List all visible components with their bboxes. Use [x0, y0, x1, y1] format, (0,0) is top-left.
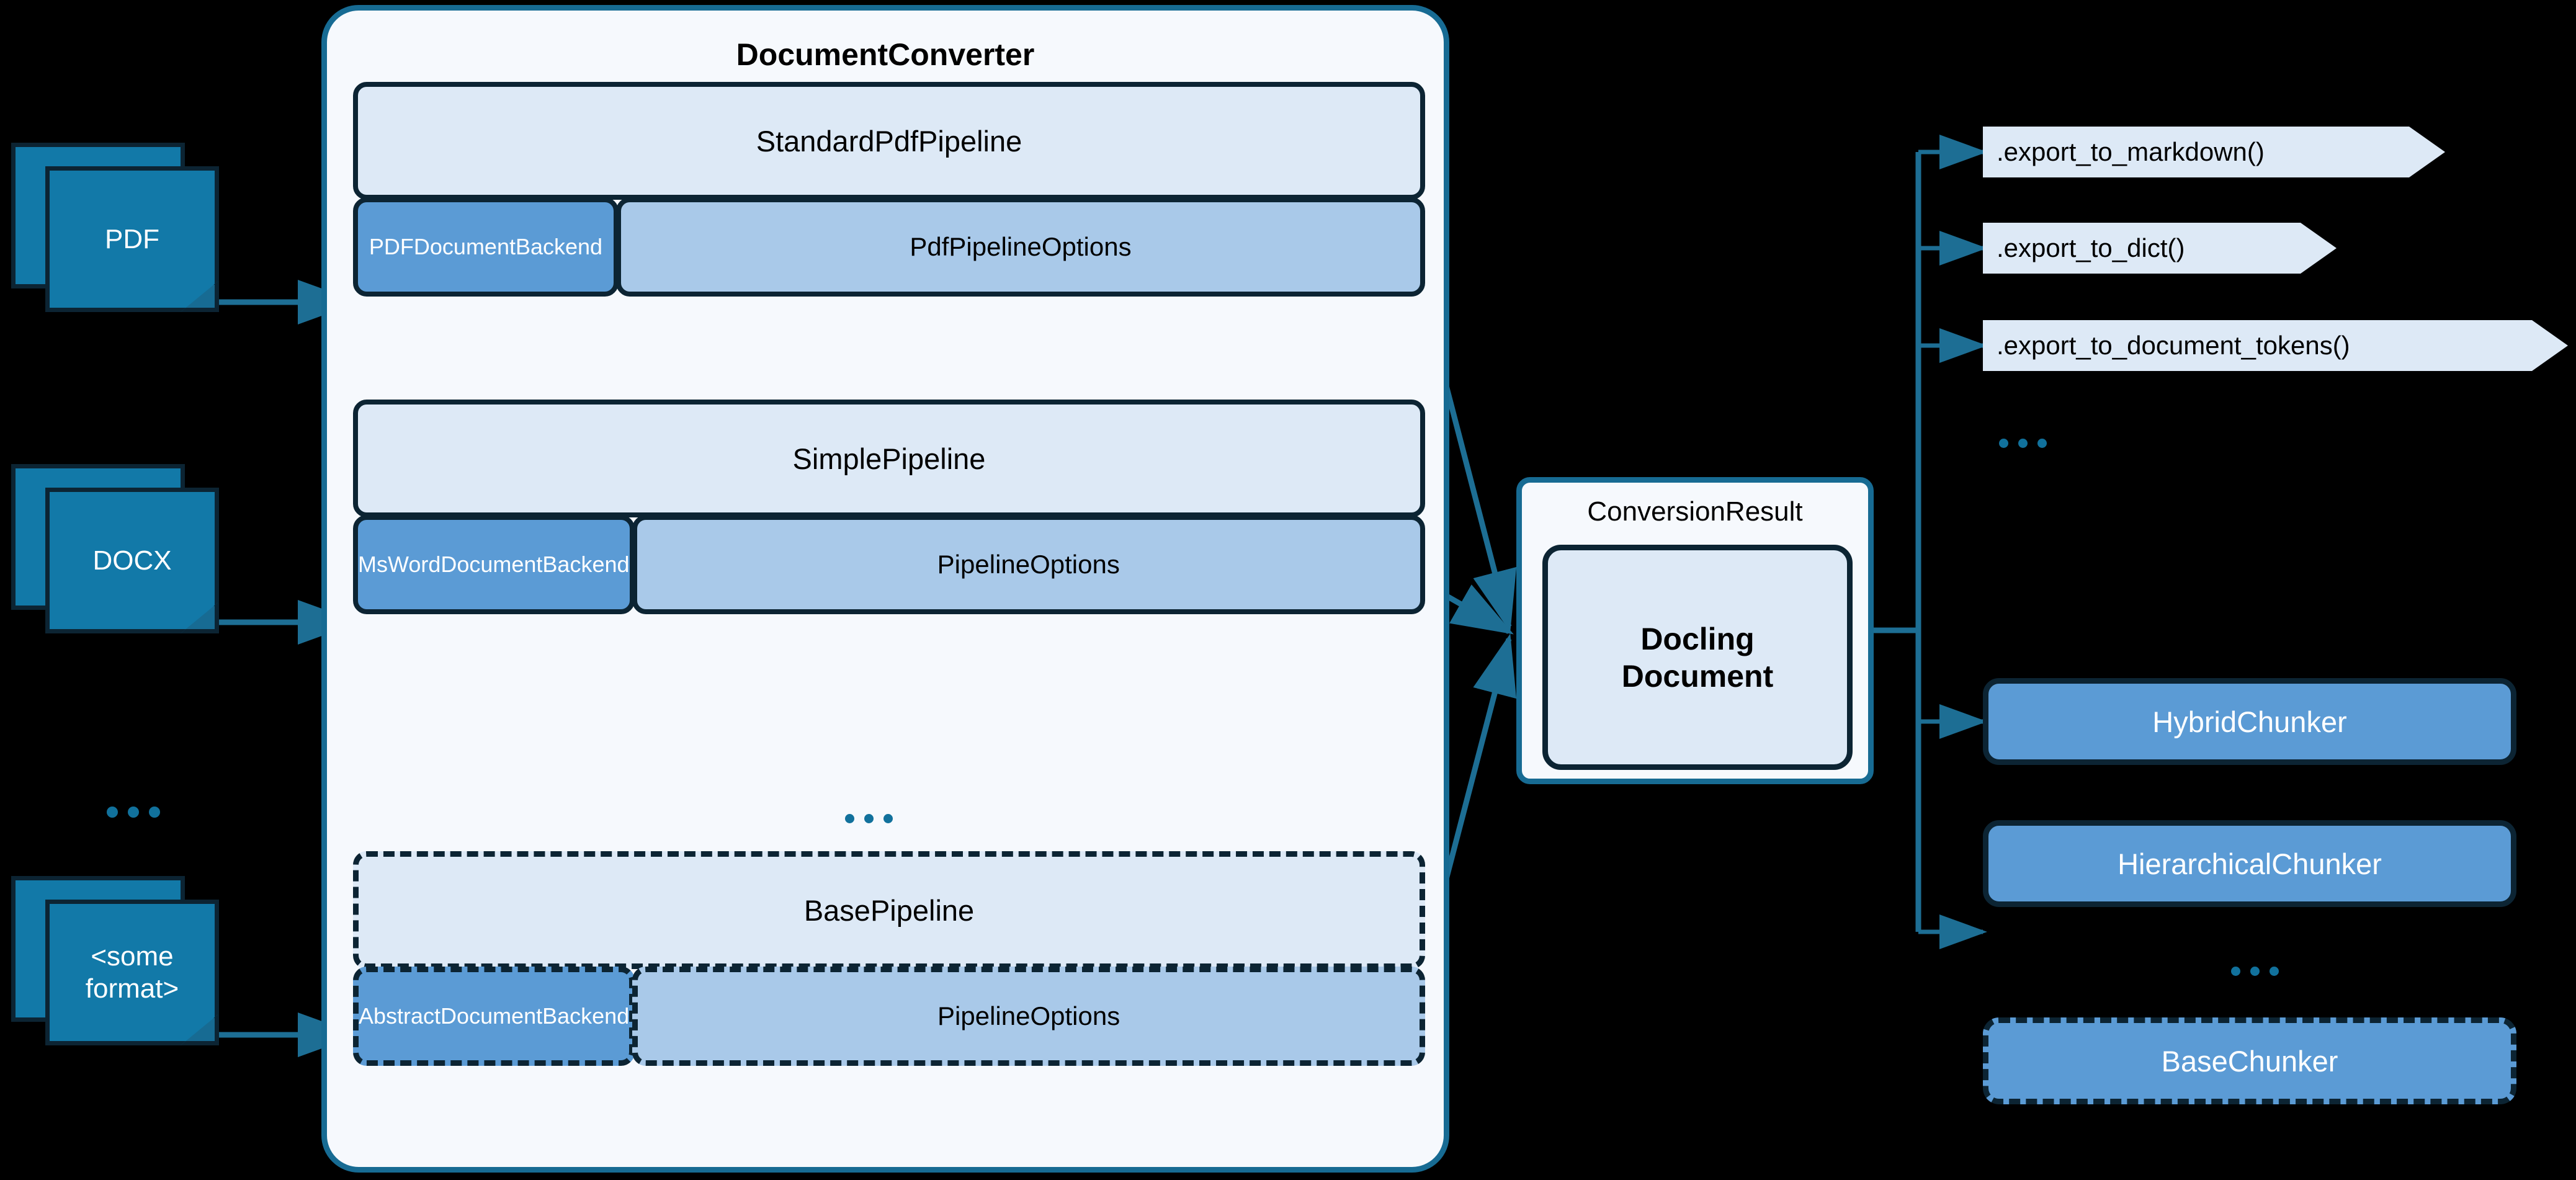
- document-front-sheet: DOCX: [45, 488, 219, 633]
- pipeline-options[interactable]: PdfPipelineOptions: [616, 197, 1425, 297]
- pipeline-backend[interactable]: AbstractDocumentBackend: [353, 967, 635, 1066]
- chunker-hybrid[interactable]: HybridChunker: [1983, 678, 2516, 765]
- pipeline-backend[interactable]: MsWordDocumentBackend: [353, 515, 635, 614]
- docling-document-box[interactable]: Docling Document: [1542, 545, 1853, 770]
- document-label: DOCX: [92, 545, 172, 576]
- input-ellipsis: [107, 807, 160, 818]
- conversion-result-title: ConversionResult: [1587, 496, 1803, 527]
- pipeline-ellipsis: [845, 814, 893, 823]
- chunker-base[interactable]: BaseChunker: [1983, 1017, 2516, 1104]
- pipeline-options[interactable]: PipelineOptions: [632, 967, 1425, 1066]
- docling-document-line2: Document: [1621, 658, 1774, 694]
- pipeline-backend[interactable]: PDFDocumentBackend: [353, 197, 619, 297]
- document-label-stack: <some format>: [45, 900, 219, 1045]
- chunker-ellipsis: [2231, 967, 2279, 976]
- conversion-result-panel: ConversionResult Docling Document: [1516, 477, 1874, 784]
- pipeline-name: BasePipeline: [353, 851, 1425, 969]
- document-front-sheet: PDF: [45, 166, 219, 312]
- pipeline-components: AbstractDocumentBackend PipelineOptions: [353, 967, 1425, 1066]
- docling-document-line1: Docling: [1640, 621, 1755, 656]
- export-ellipsis: [1999, 439, 2047, 448]
- chunker-label: HierarchicalChunker: [2118, 847, 2382, 880]
- input-document-pdf[interactable]: PDF: [11, 143, 225, 320]
- export-method-label: .export_to_markdown(): [1997, 137, 2265, 166]
- export-method-dict[interactable]: .export_to_dict(): [1983, 223, 2337, 274]
- chunker-label: BaseChunker: [2161, 1044, 2338, 1078]
- export-method-label: .export_to_document_tokens(): [1997, 331, 2350, 360]
- pipeline-group-standard-pdf[interactable]: StandardPdfPipeline PDFDocumentBackend P…: [353, 82, 1425, 297]
- input-document-docx[interactable]: DOCX: [11, 464, 225, 641]
- pipeline-name: StandardPdfPipeline: [353, 82, 1425, 200]
- pipeline-group-base[interactable]: BasePipeline AbstractDocumentBackend Pip…: [353, 851, 1425, 1066]
- chunker-label: HybridChunker: [2152, 705, 2347, 738]
- export-method-document-tokens[interactable]: .export_to_document_tokens(): [1983, 320, 2568, 371]
- pipeline-group-simple[interactable]: SimplePipeline MsWordDocumentBackend Pip…: [353, 400, 1425, 614]
- export-method-label: .export_to_dict(): [1997, 233, 2185, 262]
- document-converter-panel: DocumentConverter StandardPdfPipeline PD…: [321, 5, 1449, 1173]
- pipeline-name: SimplePipeline: [353, 400, 1425, 517]
- pipeline-components: PDFDocumentBackend PdfPipelineOptions: [353, 197, 1425, 297]
- page-title: DocumentConverter: [736, 37, 1035, 72]
- pipeline-components: MsWordDocumentBackend PipelineOptions: [353, 515, 1425, 614]
- chunker-hierarchical[interactable]: HierarchicalChunker: [1983, 820, 2516, 907]
- input-document-other-format[interactable]: <some <some format>: [11, 876, 225, 1053]
- document-label: PDF: [105, 223, 159, 254]
- export-method-markdown[interactable]: .export_to_markdown(): [1983, 127, 2445, 177]
- document-front-sheet: <some: [45, 900, 219, 1045]
- pipeline-options[interactable]: PipelineOptions: [632, 515, 1425, 614]
- document-label-line1-text: <some: [91, 941, 174, 972]
- document-label-line2-text: format>: [85, 973, 179, 1004]
